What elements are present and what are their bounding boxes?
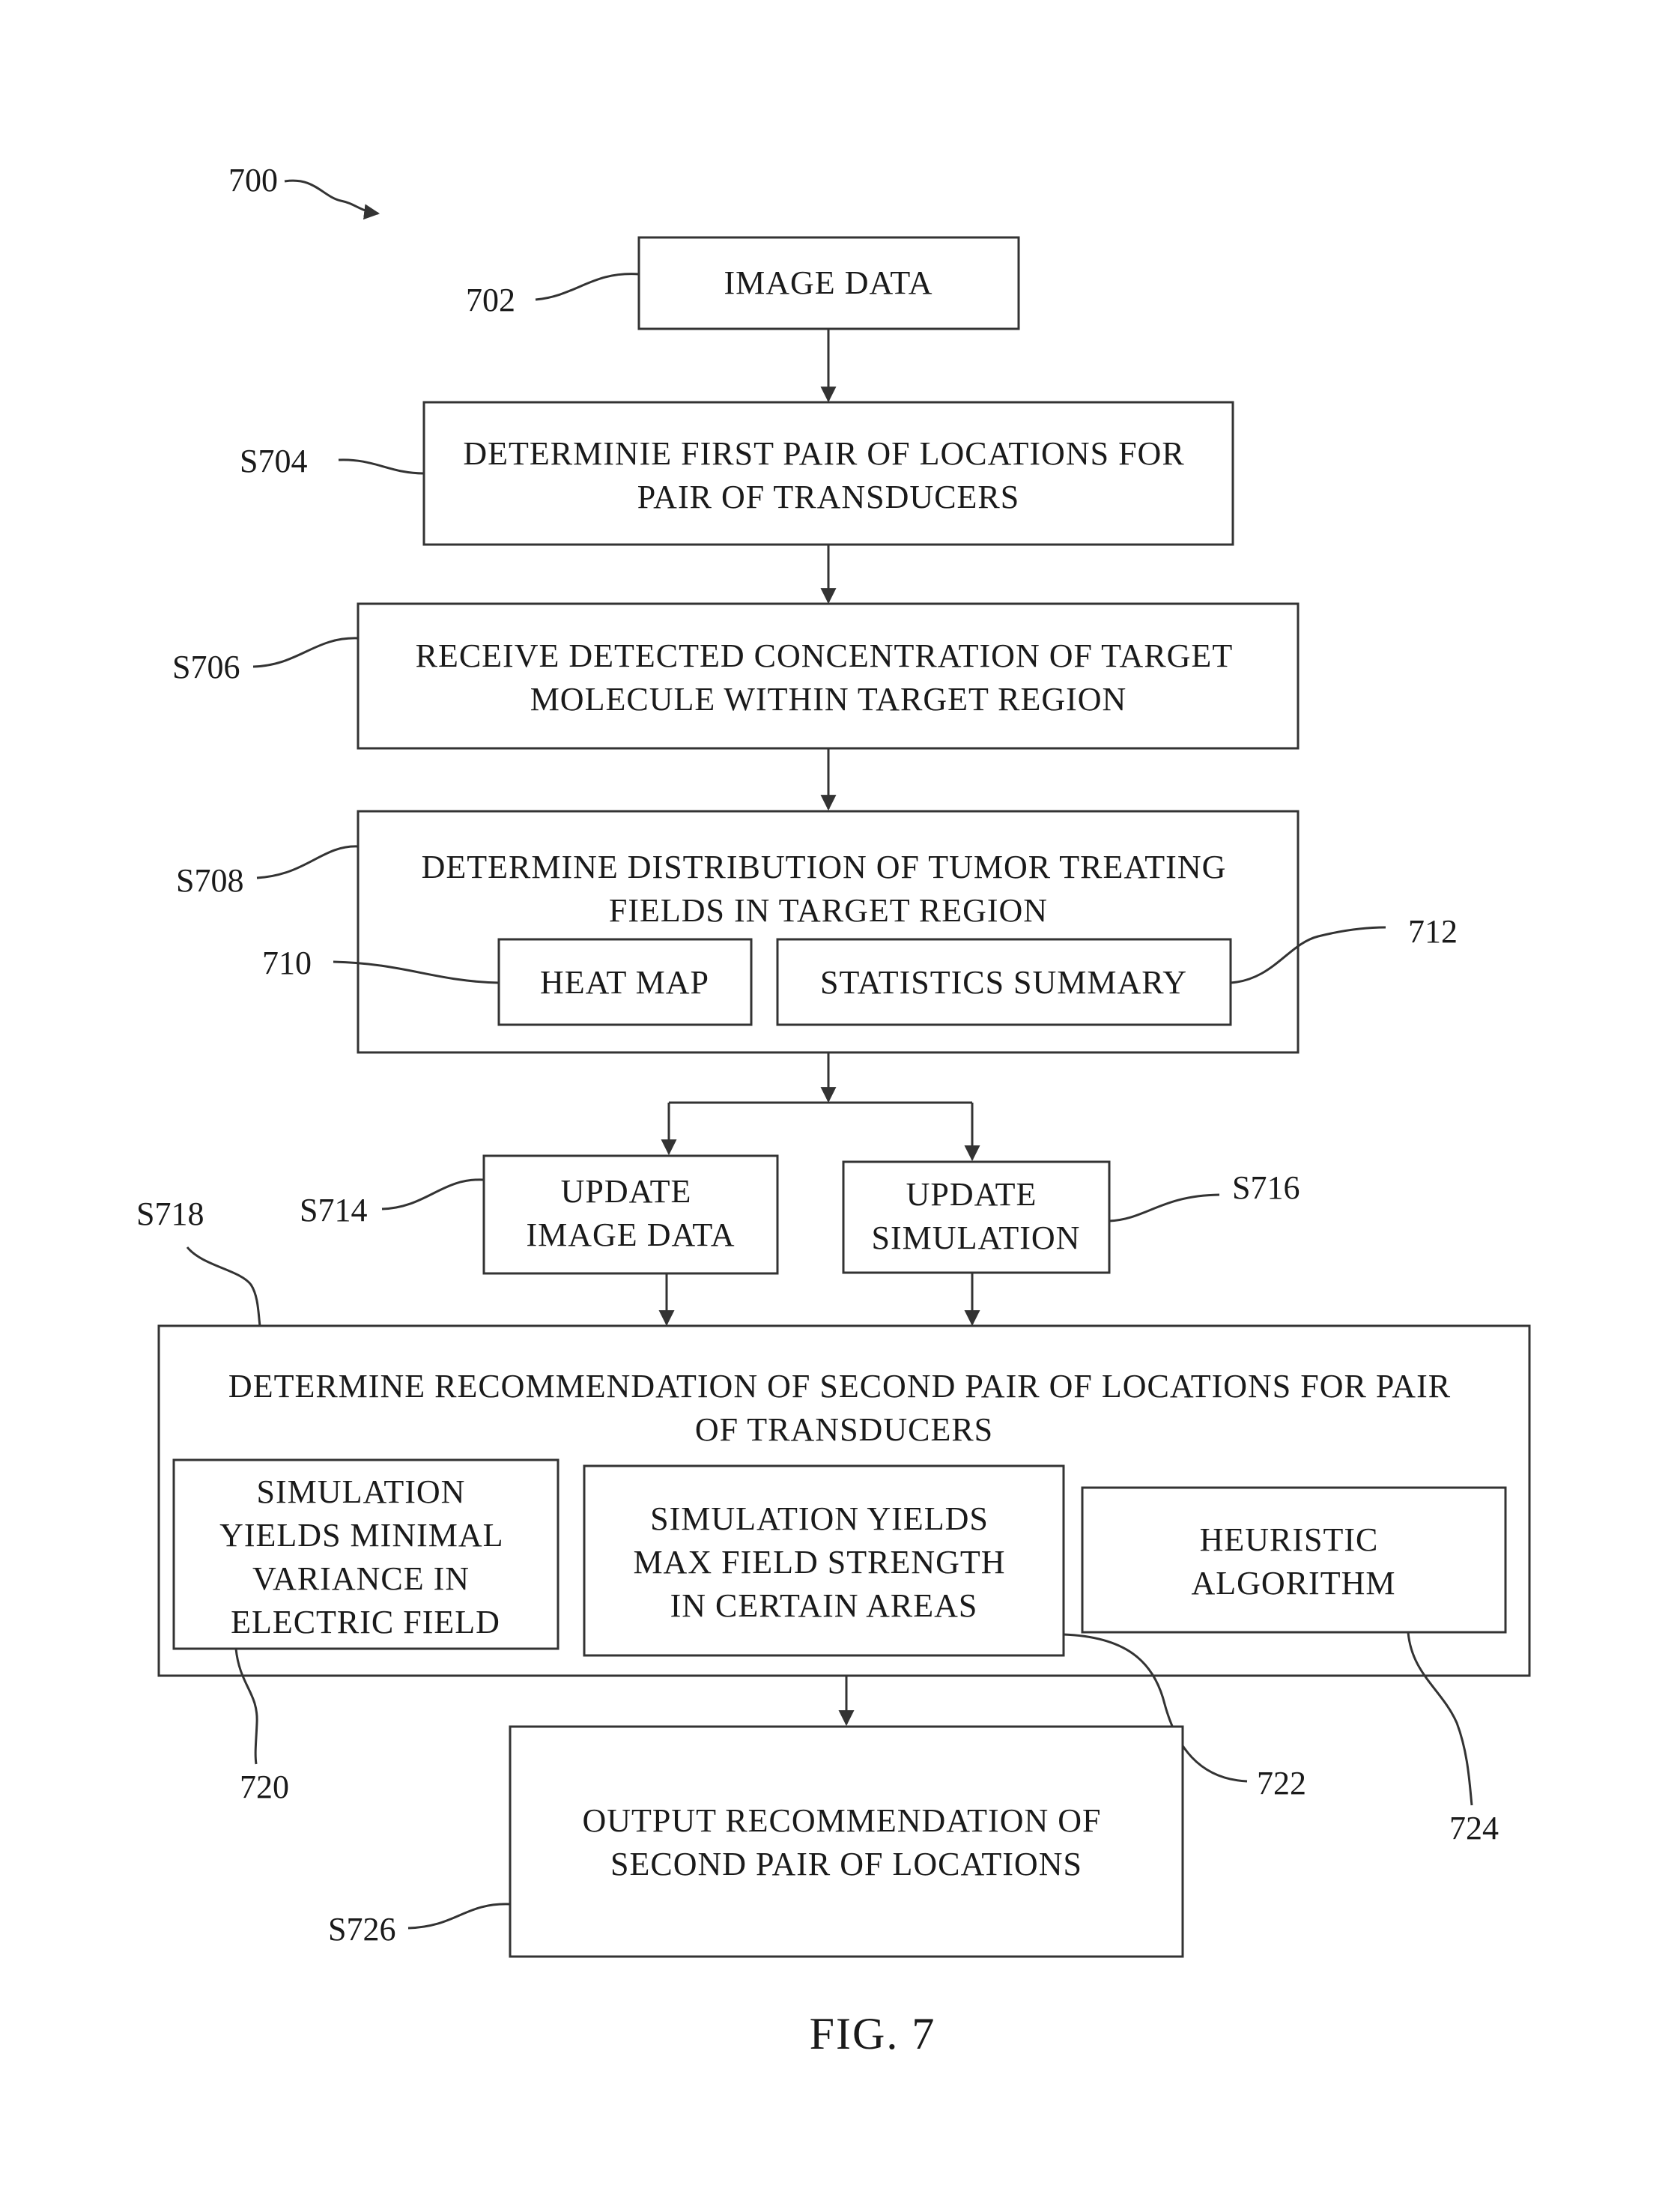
s704-line-1: DETERMINIE FIRST PAIR OF LOCATIONS FOR (463, 435, 1184, 472)
figure-label: FIG. 7 (810, 2009, 936, 2058)
ref-s704: S704 (240, 443, 307, 479)
statistics-summary-box: STATISTICS SUMMARY (776, 938, 1232, 1026)
ref-720-leader (234, 1648, 258, 1765)
s718-text: DETERMINE RECOMMENDATION OF SECOND PAIR … (228, 1368, 1460, 1448)
box-720-line-3: VARIANCE IN (252, 1560, 470, 1597)
ref-s716: S716 (1232, 1169, 1300, 1206)
box-720-text: SIMULATION YIELDS MINIMAL VARIANCE IN EL… (219, 1473, 512, 1640)
s706-box: RECEIVE DETECTED CONCENTRATION OF TARGET… (357, 602, 1300, 750)
box-720-line-2: YIELDS MINIMAL (219, 1517, 503, 1554)
ref-710: 710 (262, 945, 312, 981)
ref-s726: S726 (328, 1911, 395, 1948)
box-724-text: HEURISTIC ALGORITHM (1192, 1521, 1396, 1602)
box-722-line-3: IN CERTAIN AREAS (670, 1587, 978, 1624)
ref-724-leader (1407, 1631, 1473, 1806)
s716-text: UPDATE SIMULATION (872, 1176, 1081, 1256)
box-720-line-4: ELECTRIC FIELD (231, 1604, 500, 1640)
box-722: SIMULATION YIELDS MAX FIELD STRENGTH IN … (583, 1464, 1065, 1657)
ref-s726-leader (407, 1903, 511, 1930)
ref-724: 724 (1449, 1810, 1499, 1846)
ref-720: 720 (240, 1769, 289, 1805)
s714-box: UPDATE IMAGE DATA (482, 1154, 779, 1275)
s726-line-2: SECOND PAIR OF LOCATIONS (610, 1846, 1082, 1882)
ref-702-leader (535, 273, 640, 301)
ref-712-leader (1230, 926, 1386, 984)
s704-box: DETERMINIE FIRST PAIR OF LOCATIONS FOR P… (422, 401, 1234, 546)
heat-map-text: HEAT MAP (540, 964, 709, 1001)
ref-s718-leader (186, 1246, 261, 1327)
box-722-line-1: SIMULATION YIELDS (650, 1500, 989, 1537)
s708-line-2: FIELDS IN TARGET REGION (609, 892, 1048, 929)
s716-line-2: SIMULATION (872, 1219, 1081, 1256)
ref-s714-leader (381, 1178, 485, 1210)
ref-700: 700 (228, 162, 278, 199)
s718-line-2: OF TRANSDUCERS (695, 1411, 993, 1448)
heat-map-line-1: HEAT MAP (540, 964, 709, 1001)
s704-text: DETERMINIE FIRST PAIR OF LOCATIONS FOR P… (463, 435, 1193, 515)
box-720: SIMULATION YIELDS MINIMAL VARIANCE IN EL… (172, 1458, 560, 1650)
box-720-line-1: SIMULATION (257, 1473, 466, 1510)
ref-700-arrow (284, 179, 380, 220)
s704-line-2: PAIR OF TRANSDUCERS (637, 479, 1020, 515)
image-data-line-1: IMAGE DATA (724, 264, 933, 301)
image-data-box: IMAGE DATA (637, 236, 1020, 330)
image-data-text: IMAGE DATA (724, 264, 933, 301)
box-724: HEURISTIC ALGORITHM (1081, 1486, 1507, 1634)
ref-722: 722 (1257, 1765, 1306, 1802)
box-722-line-2: MAX FIELD STRENGTH (633, 1544, 1005, 1581)
ref-712: 712 (1408, 913, 1458, 950)
s726-box: OUTPUT RECOMMENDATION OF SECOND PAIR OF … (509, 1725, 1184, 1958)
s708-text: DETERMINE DISTRIBUTION OF TUMOR TREATING… (422, 849, 1236, 929)
s714-text: UPDATE IMAGE DATA (526, 1173, 735, 1253)
ref-s706: S706 (172, 649, 240, 685)
statistics-summary-line-1: STATISTICS SUMMARY (820, 964, 1187, 1001)
ref-s706-leader (252, 637, 359, 668)
box-724-line-1: HEURISTIC (1200, 1521, 1379, 1558)
ref-702: 702 (466, 282, 515, 318)
heat-map-box: HEAT MAP (497, 938, 753, 1026)
s718-line-1: DETERMINE RECOMMENDATION OF SECOND PAIR … (228, 1368, 1451, 1405)
s706-line-2: MOLECULE WITHIN TARGET REGION (530, 681, 1127, 718)
s726-text: OUTPUT RECOMMENDATION OF SECOND PAIR OF … (582, 1802, 1110, 1882)
s726-line-1: OUTPUT RECOMMENDATION OF (582, 1802, 1101, 1839)
s714-line-2: IMAGE DATA (526, 1216, 735, 1253)
s714-line-1: UPDATE (561, 1173, 692, 1210)
ref-710-leader (333, 960, 500, 984)
s716-line-1: UPDATE (906, 1176, 1037, 1213)
ref-s704-leader (338, 458, 425, 475)
statistics-summary-text: STATISTICS SUMMARY (820, 964, 1187, 1001)
ref-s708-leader (256, 845, 359, 879)
s706-line-1: RECEIVE DETECTED CONCENTRATION OF TARGET (416, 637, 1233, 674)
box-722-text: SIMULATION YIELDS MAX FIELD STRENGTH IN … (633, 1500, 1014, 1624)
ref-s718: S718 (136, 1196, 204, 1232)
s708-line-1: DETERMINE DISTRIBUTION OF TUMOR TREATING (422, 849, 1227, 885)
ref-s716-leader (1109, 1193, 1220, 1222)
s716-box: UPDATE SIMULATION (842, 1160, 1111, 1274)
box-724-line-2: ALGORITHM (1192, 1565, 1396, 1602)
ref-722-leader (1063, 1633, 1248, 1783)
ref-s714: S714 (300, 1192, 367, 1228)
ref-s708: S708 (176, 862, 243, 899)
s706-text: RECEIVE DETECTED CONCENTRATION OF TARGET… (416, 637, 1242, 718)
